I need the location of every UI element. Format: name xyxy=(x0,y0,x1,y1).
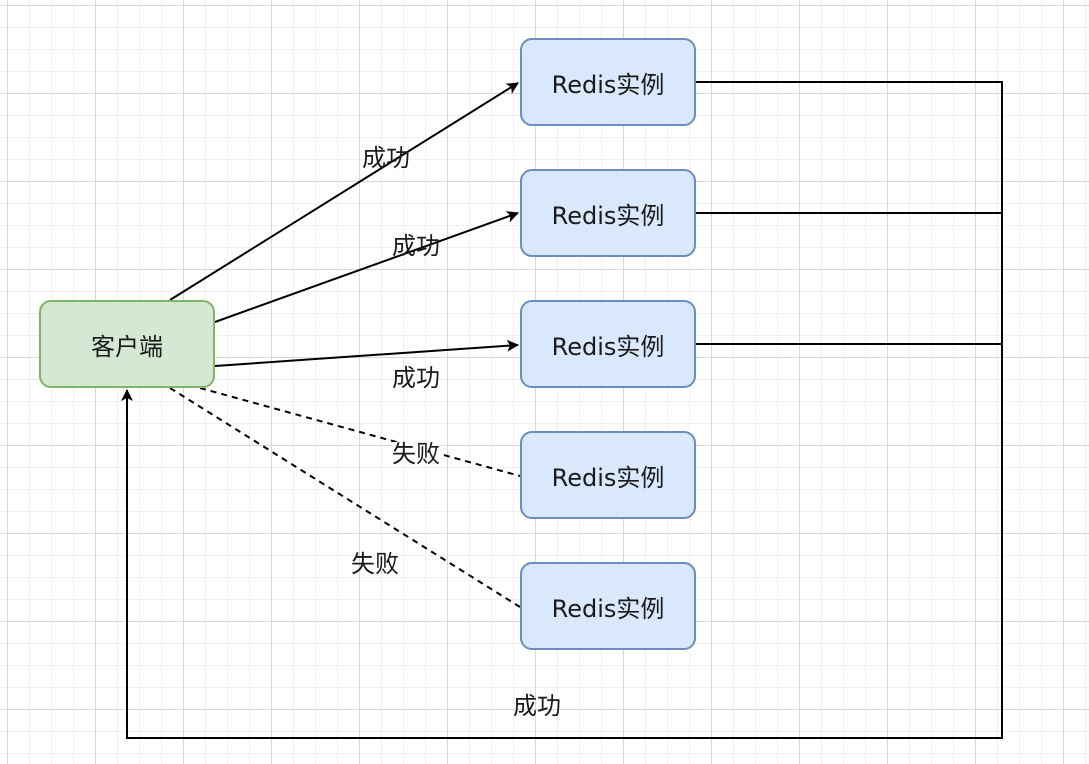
redis-node-label: Redis实例 xyxy=(551,70,665,99)
edge-client-redis-4 xyxy=(199,387,521,477)
edge-label-redis-5: 失败 xyxy=(351,550,399,578)
redis-node-4[interactable]: Redis实例 xyxy=(520,431,696,519)
return-path-to-client xyxy=(121,81,1003,739)
redis-node-label: Redis实例 xyxy=(551,332,665,361)
redis-node-2[interactable]: Redis实例 xyxy=(520,169,696,257)
edge-client-redis-2 xyxy=(214,211,519,323)
edge-label-redis-4: 失败 xyxy=(392,440,440,468)
edge-label-redis-2: 成功 xyxy=(392,232,440,260)
redis-node-label: Redis实例 xyxy=(551,594,665,623)
edge-label-return: 成功 xyxy=(513,692,561,720)
redis-node-label: Redis实例 xyxy=(551,463,665,492)
client-node[interactable]: 客户端 xyxy=(39,300,215,388)
edge-client-redis-3 xyxy=(214,339,519,367)
edge-label-redis-3: 成功 xyxy=(392,364,440,392)
edge-client-redis-5 xyxy=(169,387,521,608)
redis-node-1[interactable]: Redis实例 xyxy=(520,38,696,126)
client-node-label: 客户端 xyxy=(91,332,163,361)
redis-node-3[interactable]: Redis实例 xyxy=(520,300,696,388)
redis-node-5[interactable]: Redis实例 xyxy=(520,562,696,650)
redis-node-label: Redis实例 xyxy=(551,201,665,230)
edge-client-redis-1 xyxy=(169,82,519,301)
edge-label-redis-1: 成功 xyxy=(362,144,410,172)
